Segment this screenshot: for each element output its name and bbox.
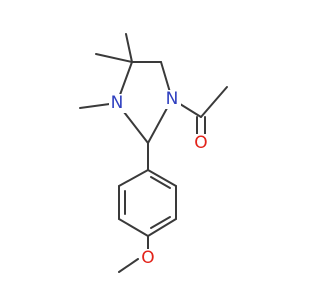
amide-nitrogen-label: N bbox=[166, 89, 179, 109]
bond-ring-4-5 bbox=[147, 218, 177, 237]
carbonyl-oxygen-label: O bbox=[194, 133, 207, 153]
molecule-drawing: N N O O bbox=[79, 33, 228, 273]
ether-oxygen-label: O bbox=[141, 248, 154, 268]
bond-o-ether-methyl bbox=[118, 258, 139, 273]
amide-nitrogen-background bbox=[164, 90, 181, 109]
bond-ring-inner-b bbox=[150, 216, 171, 229]
bond-carbonyl-c-methyl bbox=[200, 86, 228, 118]
methyl-nitrogen-background bbox=[109, 94, 126, 113]
carbonyl-oxygen-background bbox=[193, 134, 210, 153]
bond-ring-inner-c bbox=[150, 176, 171, 189]
methyl-nitrogen-label: N bbox=[111, 93, 124, 113]
bond-ring-3-4 bbox=[118, 218, 149, 237]
bond-ring-1-2 bbox=[118, 169, 149, 187]
bond-c4-methyl-b bbox=[95, 53, 133, 63]
ether-oxygen-background bbox=[139, 249, 156, 268]
bond-ring-6-1 bbox=[147, 169, 177, 187]
molecule-structure-diagram: N N O O bbox=[79, 33, 228, 273]
bond-c4-methyl-a bbox=[125, 33, 133, 63]
